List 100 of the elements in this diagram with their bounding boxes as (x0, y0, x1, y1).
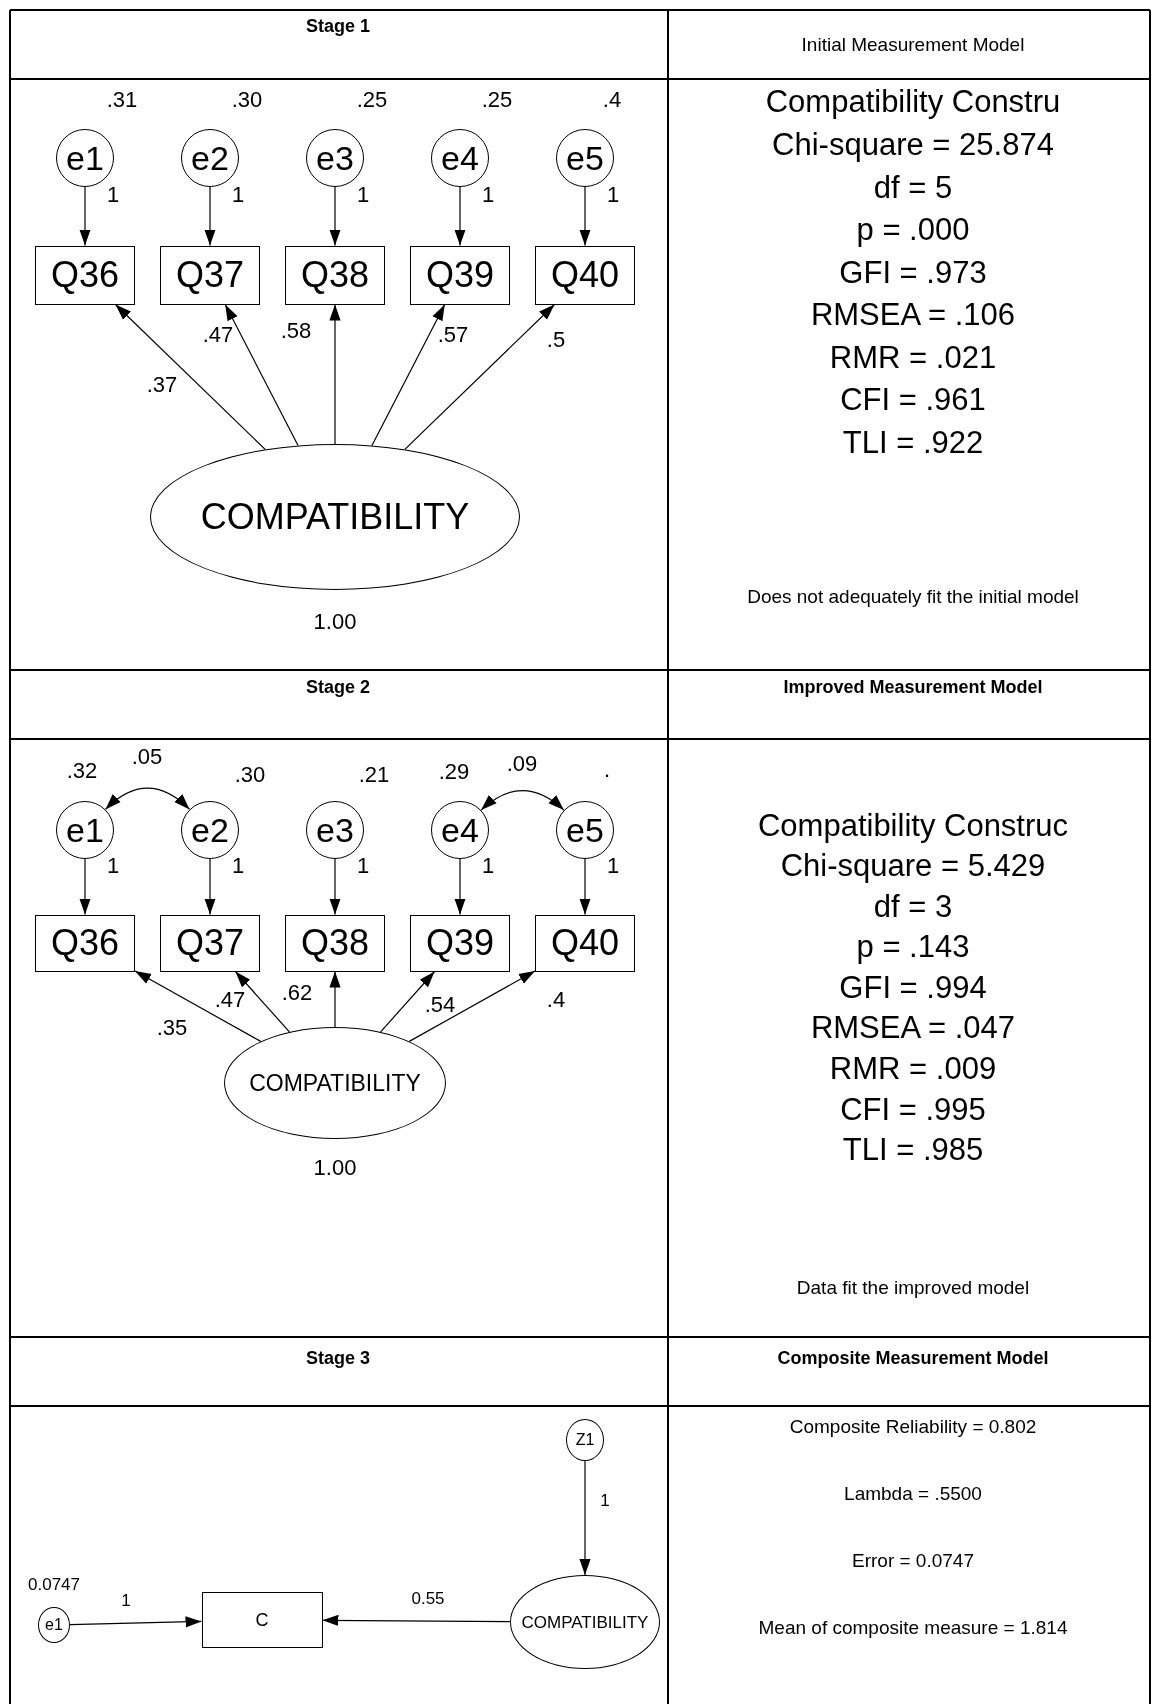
indicator-box: Q38 (285, 245, 385, 305)
path-arrow (579, 186, 591, 247)
indicator-box: Q38 (285, 914, 385, 972)
variance-value: .21 (358, 762, 390, 788)
reliability-statistic: Lambda = .5500 (844, 1483, 982, 1505)
path-arrow (234, 970, 290, 1033)
fit-statistic: TLI = .922 (842, 425, 984, 460)
error-term-circle: e3 (306, 801, 364, 859)
error-term-circle: e5 (556, 129, 614, 187)
path-coefficient: .09 (506, 751, 538, 777)
fit-statistic: RMR = .021 (829, 340, 997, 375)
indicator-box: Q40 (535, 245, 635, 305)
path-arrow (79, 858, 91, 916)
error-term-circle: e1 (38, 1607, 70, 1643)
latent-variable-ellipse: COMPATIBILITY (150, 444, 520, 590)
path-coefficient: .47 (214, 987, 246, 1013)
indicator-box: Q39 (410, 245, 510, 305)
column-heading: Improved Measurement Model (783, 678, 1043, 698)
variance-value: 1.00 (313, 609, 357, 635)
path-arrow (380, 970, 436, 1033)
fit-verdict: Data fit the improved model (796, 1277, 1030, 1299)
construct-title: Compatibility Construc (757, 808, 1069, 844)
error-term-circle: e4 (431, 801, 489, 859)
fit-statistic: CFI = .995 (840, 1092, 986, 1127)
covariance-arrow (480, 789, 565, 811)
stage-heading: Stage 2 (306, 678, 370, 698)
indicator-box: Q36 (35, 914, 135, 972)
path-coefficient: .57 (437, 322, 469, 348)
path-arrow (579, 1460, 591, 1576)
indicator-box: Q40 (535, 914, 635, 972)
path-coefficient: .35 (156, 1015, 188, 1041)
error-term-circle: e2 (181, 129, 239, 187)
path-arrow (204, 186, 216, 247)
variance-value: .30 (234, 762, 266, 788)
stage-heading: Stage 1 (306, 17, 370, 37)
path-coefficient: .4 (546, 987, 566, 1013)
fit-statistic: GFI = .973 (839, 255, 987, 290)
error-term-circle: e1 (56, 129, 114, 187)
path-coefficient: 1 (121, 1591, 131, 1611)
fit-statistic: TLI = .985 (842, 1133, 984, 1168)
variance-value: .29 (438, 759, 470, 785)
variance-value: . (603, 757, 611, 783)
error-term-circle: e2 (181, 801, 239, 859)
latent-variable-ellipse: COMPATIBILITY (224, 1027, 446, 1139)
fit-statistic: RMSEA = .047 (810, 1011, 1016, 1046)
path-arrow (321, 1614, 511, 1627)
fit-statistic: p = .000 (856, 212, 970, 248)
path-coefficient: .47 (202, 322, 234, 348)
path-arrow (329, 970, 341, 1028)
path-arrow (204, 858, 216, 916)
path-coefficient: 0.55 (411, 1589, 445, 1609)
path-arrow (79, 186, 91, 247)
fit-statistic: p = .143 (856, 930, 970, 965)
path-coefficient: .62 (281, 980, 313, 1006)
path-arrow (404, 303, 556, 450)
fit-statistic: df = 5 (873, 170, 953, 205)
stage-heading: Stage 3 (306, 1349, 370, 1369)
path-arrow (69, 1616, 203, 1628)
variance-value: .25 (356, 87, 388, 113)
error-term-circle: e1 (56, 801, 114, 859)
column-heading: Composite Measurement Model (777, 1349, 1049, 1369)
variance-value: .30 (231, 87, 263, 113)
variance-value: .31 (106, 87, 138, 113)
column-heading: Initial Measurement Model (801, 34, 1025, 56)
construct-title: Compatibility Constru (765, 84, 1061, 120)
path-coefficient: .37 (146, 372, 178, 398)
variance-value: 0.0747 (28, 1575, 80, 1595)
fit-statistic: df = 3 (873, 889, 953, 924)
reliability-statistic: Composite Reliability = 0.802 (789, 1416, 1037, 1438)
latent-variable-ellipse: COMPATIBILITY (510, 1575, 660, 1669)
error-term-circle: e5 (556, 801, 614, 859)
error-term-circle: Z1 (566, 1419, 604, 1461)
indicator-box: Q37 (160, 245, 260, 305)
path-coefficient: 1 (600, 1491, 610, 1511)
fit-statistic: RMSEA = .106 (810, 297, 1016, 333)
reliability-statistic: Mean of composite measure = 1.814 (758, 1617, 1068, 1639)
error-term-circle: e4 (431, 129, 489, 187)
path-arrow (454, 858, 466, 916)
path-arrow (329, 303, 341, 445)
variance-value: .32 (66, 758, 98, 784)
fit-statistic: CFI = .961 (840, 382, 986, 418)
indicator-box: C (201, 1592, 323, 1648)
path-coefficient: .05 (131, 744, 163, 770)
fit-statistic: RMR = .009 (829, 1051, 997, 1087)
fit-statistic: GFI = .994 (839, 970, 987, 1005)
variance-value: .4 (602, 87, 622, 113)
fit-statistic: Chi-square = 5.429 (780, 848, 1046, 884)
path-coefficient: .58 (280, 318, 312, 344)
path-coefficient: .5 (546, 327, 566, 353)
fit-verdict: Does not adequately fit the initial model (746, 584, 1080, 609)
path-arrow (454, 186, 466, 247)
reliability-statistic: Error = 0.0747 (852, 1550, 974, 1572)
fit-statistic: Chi-square = 25.874 (772, 127, 1054, 163)
path-arrow (329, 858, 341, 916)
path-arrow (134, 970, 262, 1042)
variance-value: .25 (481, 87, 513, 113)
indicator-box: Q36 (35, 245, 135, 305)
error-term-circle: e3 (306, 129, 364, 187)
path-coefficient: .54 (424, 992, 456, 1018)
path-arrow (408, 970, 536, 1042)
